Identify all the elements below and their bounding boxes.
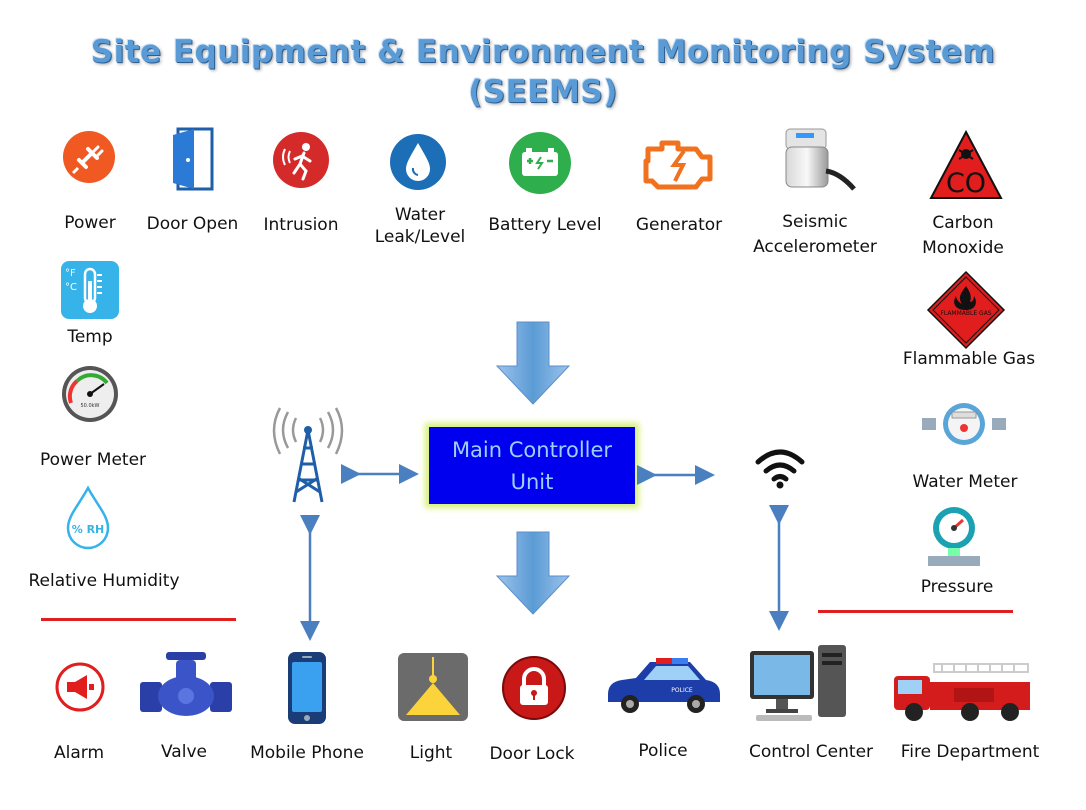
temp-c-text: °C — [65, 282, 77, 293]
left-separator-line — [41, 618, 236, 621]
power-meter-gauge-icon: 50.0kW — [61, 365, 119, 427]
humidity-drop-icon: % RH — [62, 485, 114, 552]
cell-tower-icon — [270, 407, 346, 508]
door-icon — [170, 127, 216, 195]
label-power-meter: Power Meter — [39, 450, 147, 470]
label-mobile-phone: Mobile Phone — [250, 743, 364, 763]
main-controller-unit: Main Controller Unit — [429, 427, 635, 504]
flammable-text: FLAMMABLE GAS — [940, 310, 991, 317]
label-generator: Generator — [635, 215, 723, 235]
label-valve: Valve — [161, 742, 207, 762]
label-battery-level: Battery Level — [488, 215, 602, 235]
power-plug-icon — [62, 130, 116, 188]
fire-truck-icon — [894, 662, 1034, 728]
label-carbon-monoxide: Carbon Monoxide — [922, 213, 1004, 258]
label-police: Police — [638, 741, 688, 761]
control-center-computer-icon — [750, 645, 850, 727]
mobile-phone-icon — [287, 651, 327, 729]
label-light: Light — [409, 743, 453, 763]
thermometer-icon: °F °C — [61, 261, 119, 323]
valve-icon — [140, 652, 232, 728]
battery-icon — [508, 131, 572, 199]
label-door-lock: Door Lock — [489, 744, 575, 764]
flammable-gas-icon: FLAMMABLE GAS — [926, 270, 1006, 354]
label-fire-department: Fire Department — [900, 742, 1040, 762]
police-car-icon: POLICE — [604, 654, 722, 720]
label-pressure: Pressure — [920, 577, 994, 597]
generator-engine-icon — [638, 137, 716, 195]
alarm-siren-icon — [55, 662, 105, 716]
down-arrow-input — [495, 321, 571, 410]
police-badge-text: POLICE — [671, 687, 693, 694]
wifi-icon — [754, 448, 806, 494]
label-door-open: Door Open — [146, 214, 239, 234]
label-alarm: Alarm — [53, 743, 105, 763]
intrusion-icon — [272, 131, 330, 193]
co-text: CO — [946, 168, 986, 199]
controller-label: Main Controller Unit — [451, 437, 613, 494]
label-flammable-gas: Flammable Gas — [902, 349, 1036, 369]
door-lock-icon — [502, 656, 566, 724]
label-control-center: Control Center — [748, 742, 874, 762]
pressure-gauge-icon — [926, 506, 982, 572]
label-power: Power — [64, 213, 116, 233]
label-water-meter: Water Meter — [912, 472, 1018, 492]
label-relative-humidity: Relative Humidity — [28, 571, 180, 591]
seismic-sensor-icon — [782, 125, 866, 199]
water-drop-icon — [388, 133, 448, 195]
page-title: Site Equipment & Environment Monitoring … — [90, 34, 996, 70]
light-lamp-icon — [398, 653, 468, 725]
right-separator-line — [818, 610, 1013, 613]
label-temp: Temp — [67, 327, 113, 347]
temp-f-text: °F — [65, 268, 76, 279]
label-intrusion: Intrusion — [263, 215, 339, 235]
meter-reading-text: 50.0kW — [81, 403, 100, 409]
down-arrow-output — [495, 531, 571, 620]
label-water-leak: Water Leak/Level — [374, 205, 466, 247]
rh-text: % RH — [72, 523, 105, 536]
water-meter-icon — [922, 402, 1006, 454]
page-subtitle: (SEEMS) — [468, 74, 618, 110]
label-seismic: Seismic Accelerometer — [753, 212, 877, 257]
carbon-monoxide-warning-icon: CO — [929, 129, 1003, 204]
